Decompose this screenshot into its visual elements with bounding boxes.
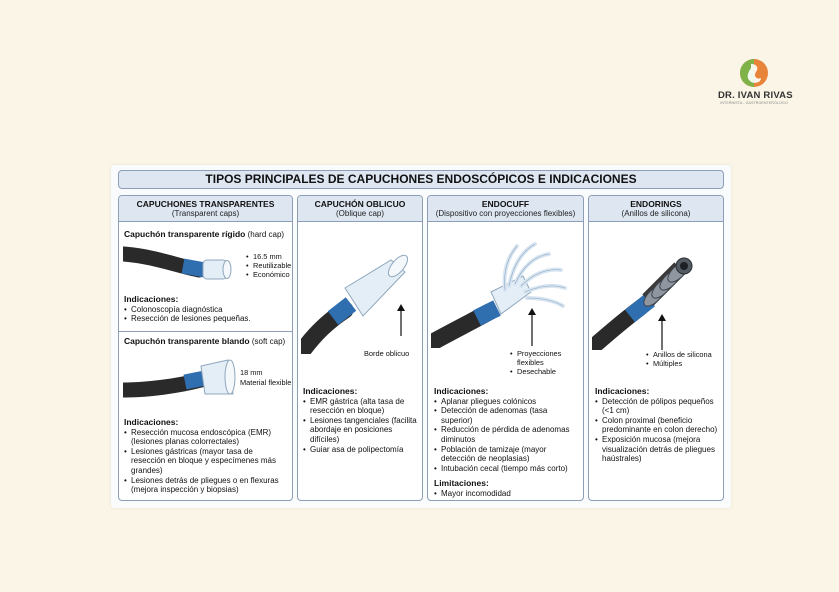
logo-name: DR. IVAN RIVAS [718,90,793,101]
column-subtitle: (Transparent caps) [171,209,240,218]
column-subtitle: (Dispositivo con proyecciones flexibles) [435,209,576,218]
oblique-cap-indications: Indicaciones: EMR gástrica (alta tasa de… [303,386,419,454]
endorings-scope-icon [592,257,693,350]
limitations-title: Limitaciones: [434,478,489,489]
endorings-labels: Anillos de silicona Múltiples [646,350,712,368]
endocuff-labels: Proyecciones flexibles Desechable [510,349,583,376]
column-oblique-cap: CAPUCHÓN OBLICUO (Oblique cap) Borde obl… [297,195,423,501]
column-subtitle: (Anillos de silicona) [621,209,691,218]
column-title: CAPUCHONES TRANSPARENTES [136,199,275,209]
hard-cap-heading: Capuchón transparente rígido (hard cap) [124,229,285,239]
limitations-list: Mayor incomodidad [434,489,580,499]
soft-cap-labels: 18 mm Material flexible [240,368,292,387]
soft-cap-heading: Capuchón transparente blando (soft cap) [124,336,286,346]
column-title: ENDOCUFF [481,199,530,209]
hard-cap-scope-icon [123,246,232,280]
endocuff-scope-icon [431,242,567,348]
soft-cap-scope-icon [123,359,236,398]
hard-cap-indications: Indicaciones: Colonoscopía diagnóstica R… [124,294,251,324]
column-title: ENDORINGS [630,199,682,209]
column-title: CAPUCHÓN OBLICUO [314,199,406,209]
column-header: CAPUCHONES TRANSPARENTES (Transparent ca… [119,196,292,222]
column-endocuff: ENDOCUFF (Dispositivo con proyecciones f… [427,195,584,501]
oblique-edge-label: Borde oblicuo [364,349,410,358]
stomach-logo-icon [740,59,768,87]
column-header: ENDOCUFF (Dispositivo con proyecciones f… [428,196,583,222]
main-title: TIPOS PRINCIPALES DE CAPUCHONES ENDOSCÓP… [118,170,724,189]
column-header: CAPUCHÓN OBLICUO (Oblique cap) [298,196,422,222]
logo-subtitle: INTERNISTA - GASTROENTERÓLOGO [720,101,788,105]
infographic-panel: TIPOS PRINCIPALES DE CAPUCHONES ENDOSCÓP… [111,165,731,508]
column-endorings: ENDORINGS (Anillos de silicona) Anillos … [588,195,724,501]
oblique-cap-scope-icon [301,254,409,354]
column-subtitle: (Oblique cap) [335,209,385,218]
section-divider [119,331,292,332]
endorings-indications: Indicaciones: Detección de pólipos peque… [595,386,721,464]
endocuff-indications: Indicaciones: Aplanar pliegues colónicos… [434,386,580,499]
column-header: ENDORINGS (Anillos de silicona) [589,196,723,222]
soft-cap-indications: Indicaciones: Resección mucosa endoscópi… [124,417,289,495]
logo: DR. IVAN RIVAS INTERNISTA - GASTROENTERÓ… [718,58,793,105]
hard-cap-labels: 16.5 mm Reutilizable Económico [246,252,291,279]
column-transparent-caps: CAPUCHONES TRANSPARENTES (Transparent ca… [118,195,293,501]
